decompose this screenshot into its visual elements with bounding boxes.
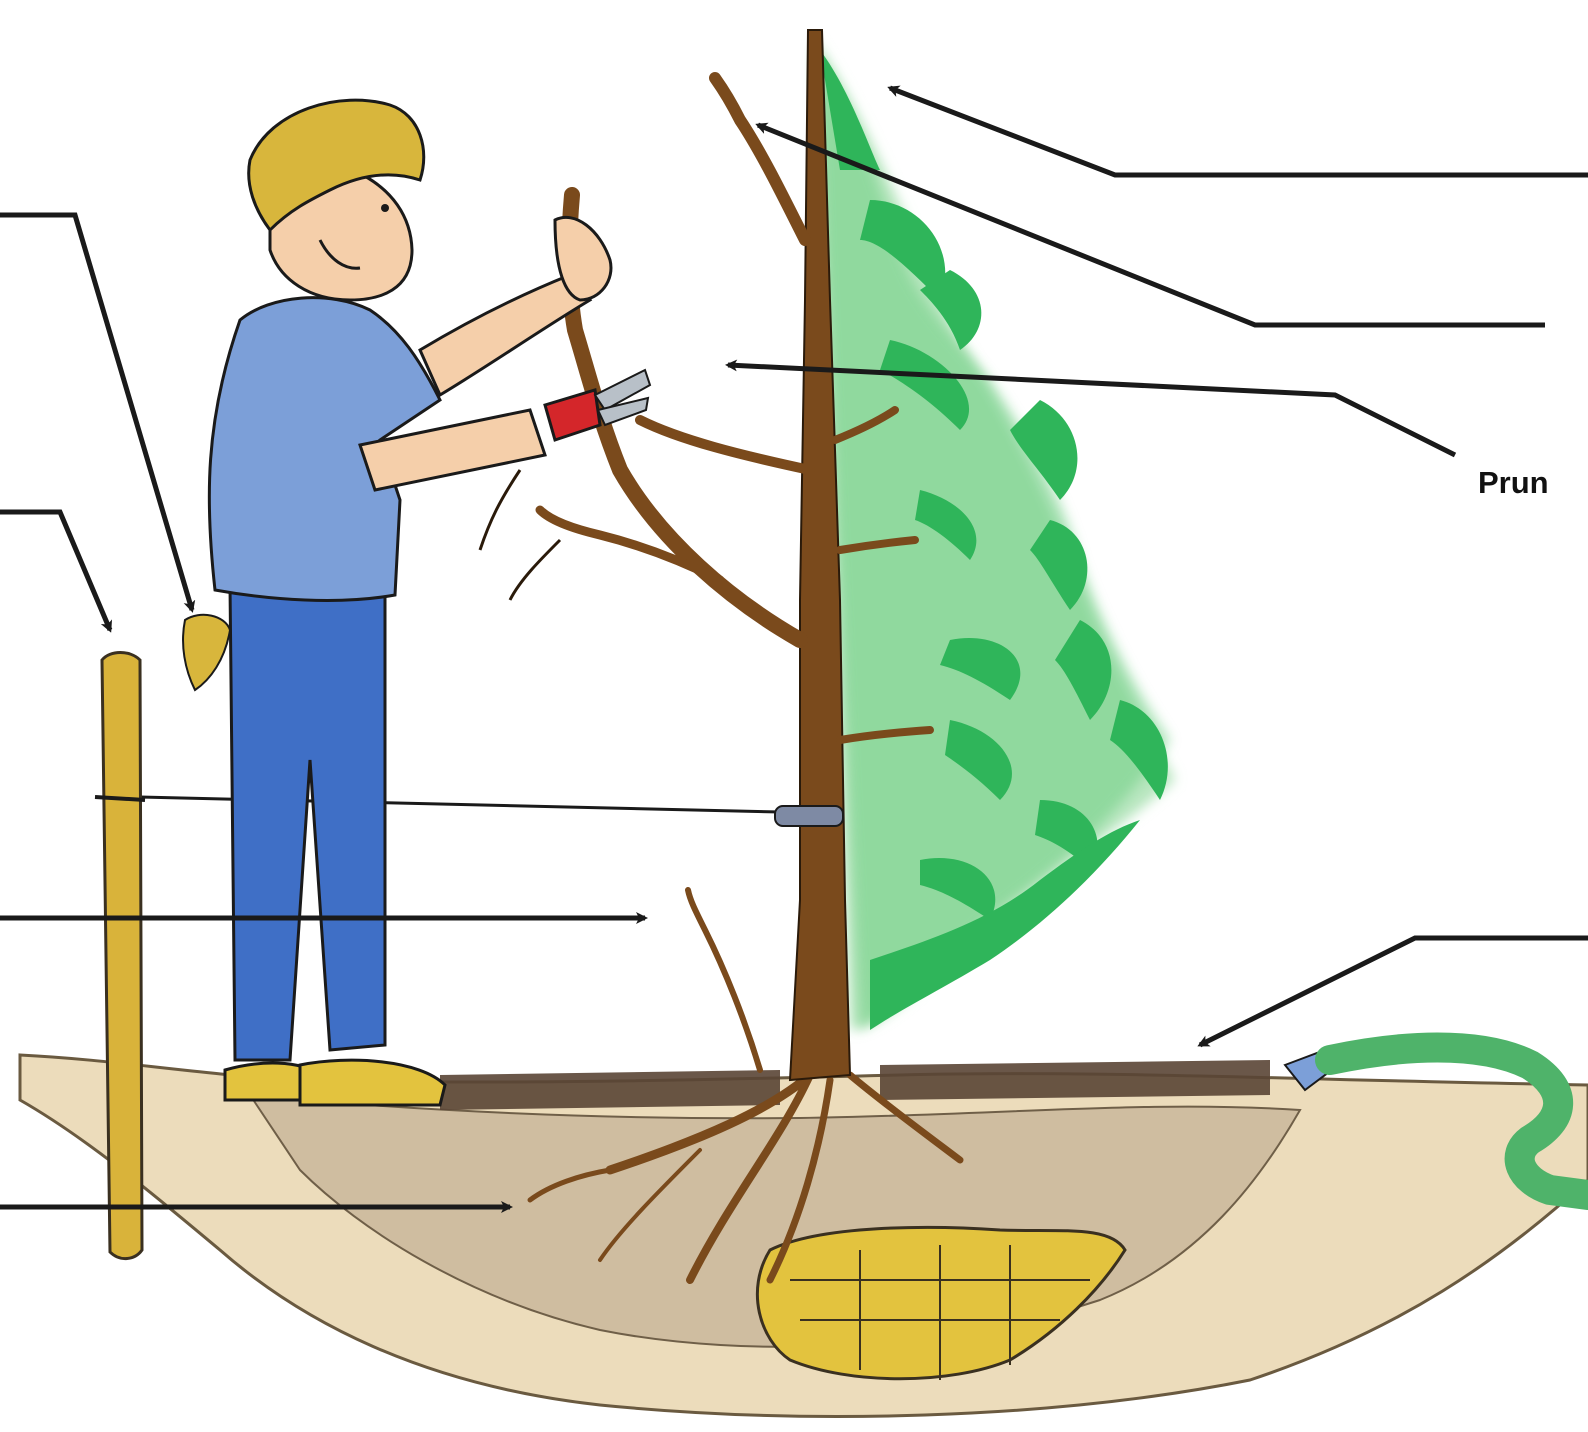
tree-stake-icon [95, 653, 145, 1259]
seed-pouch-icon [183, 615, 230, 690]
evergreen-tree-icon [815, 40, 1175, 1030]
callout-label-pruning: Prun [1478, 465, 1549, 500]
gardener-icon [209, 100, 611, 1105]
